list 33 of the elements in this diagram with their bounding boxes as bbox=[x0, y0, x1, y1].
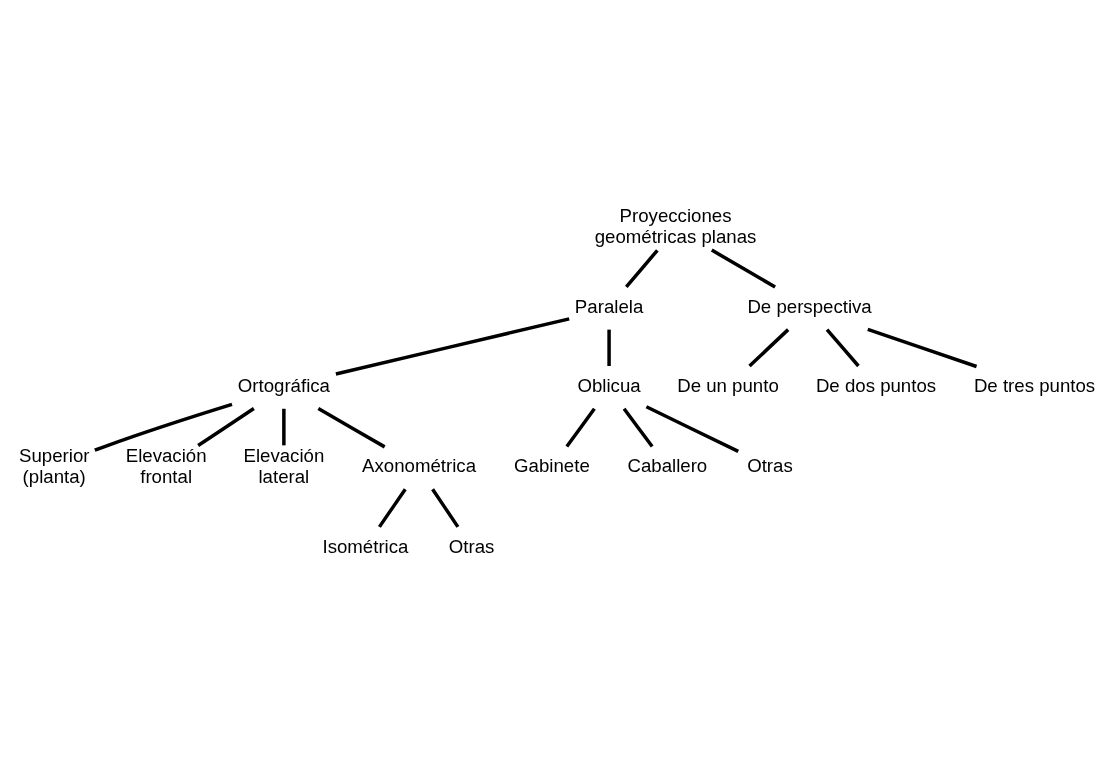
connector bbox=[197, 406, 255, 447]
node-text: Elevación lateral bbox=[243, 444, 325, 487]
connector bbox=[565, 407, 596, 447]
node-text: De perspectiva bbox=[747, 295, 872, 317]
node-text: De tres puntos bbox=[973, 374, 1096, 396]
connector bbox=[825, 327, 860, 367]
node-text: Axonométrica bbox=[362, 454, 477, 476]
node-text: Gabinete bbox=[514, 454, 590, 476]
node-text: Oblicua bbox=[577, 374, 641, 396]
connector bbox=[624, 248, 659, 288]
node-text: Proyecciones geométricas planas bbox=[594, 204, 757, 247]
node-text: Paralela bbox=[574, 295, 644, 317]
connector bbox=[282, 408, 286, 445]
connector bbox=[317, 406, 386, 448]
node-text: Superior (planta) bbox=[19, 444, 90, 487]
connector bbox=[94, 402, 233, 452]
connector bbox=[431, 487, 460, 528]
connector bbox=[645, 404, 739, 453]
connector bbox=[710, 248, 776, 288]
node-text: Isométrica bbox=[322, 535, 409, 557]
node-text: Otras bbox=[448, 535, 495, 557]
node-text: Ortográfica bbox=[237, 374, 330, 396]
connector bbox=[607, 329, 611, 366]
node-text: Otras bbox=[747, 454, 793, 476]
node-text: Caballero bbox=[627, 454, 708, 476]
connector bbox=[748, 327, 790, 367]
node-text: De dos puntos bbox=[815, 374, 937, 396]
connector bbox=[867, 327, 978, 368]
node-text: De un punto bbox=[677, 374, 779, 396]
node-text: Elevación frontal bbox=[125, 444, 207, 487]
connector bbox=[335, 316, 570, 376]
connector bbox=[377, 487, 407, 528]
connector bbox=[622, 407, 654, 447]
